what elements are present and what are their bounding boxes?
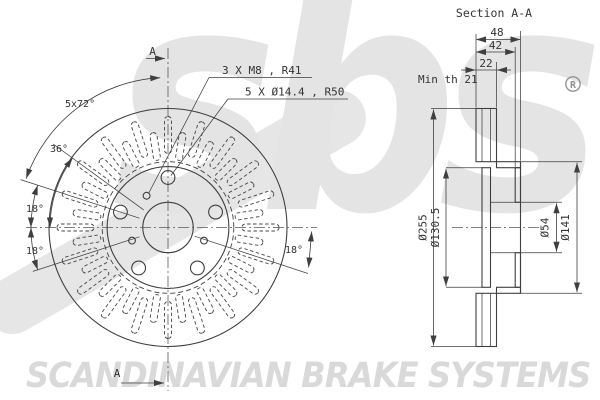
rim-section-top: [475, 107, 498, 163]
friction-inner-circle: [106, 166, 230, 289]
vent-slot: [196, 141, 214, 168]
width-48-label: 48: [490, 26, 503, 39]
center-bore-circle: [142, 201, 194, 254]
radial-line-198: [32, 236, 140, 272]
width-22-label: 22: [479, 57, 492, 70]
rim-section-bottom: [475, 292, 498, 348]
registered-mark-letter: R: [570, 80, 577, 91]
vent-slot: [164, 301, 172, 339]
hat-flange-bottom: [495, 286, 522, 294]
vent-slot: [227, 256, 255, 274]
bolt-pattern-angle-label: 5x72°: [65, 99, 95, 110]
section-view: Ø255 Ø130.5 Ø54 Ø141 48 42 22 M: [417, 6, 582, 348]
angle-18-upper-arc: [27, 185, 39, 228]
vent-slot: [72, 209, 102, 221]
bolt-hole: [160, 170, 176, 185]
section-label-bottom: A: [114, 367, 121, 380]
vent-slot: [122, 287, 140, 314]
vent-slot: [209, 136, 236, 169]
vent-slot: [226, 160, 259, 186]
flange-wall-upper: [514, 167, 522, 203]
hub-flange-hidden-circle: [101, 161, 235, 294]
radial-line-162: [20, 179, 140, 219]
vent-slot: [100, 286, 127, 319]
vent-slot: [81, 256, 109, 274]
vent-slot: [164, 116, 172, 154]
bolt-hole: [189, 260, 205, 276]
registered-mark-icon: [565, 76, 581, 92]
thread-hole: [142, 191, 151, 200]
vent-slot: [175, 294, 187, 323]
angle-18-lower-label: 18°: [26, 246, 44, 257]
dia-130-label: Ø130.5: [429, 208, 442, 248]
front-view: A A 5x72° 36° 18° 18° 18° 3 X M8 , R41 5…: [20, 45, 348, 391]
bolt-hole: [208, 204, 224, 220]
vent-slot: [149, 294, 161, 323]
sbs-logo-watermark: sbs: [112, 0, 600, 283]
vent-slot: [72, 234, 102, 246]
vent-slot: [130, 121, 149, 158]
bolt-hole-group: [112, 170, 224, 276]
hat-wall-section: [481, 167, 492, 288]
angle-18-right-label: 18°: [285, 245, 303, 256]
vent-slot: [77, 269, 110, 295]
vent-slot: [227, 181, 255, 199]
vent-slot: [98, 274, 122, 297]
disc-outer-circle: [48, 107, 288, 348]
vent-slot: [100, 136, 127, 169]
radial-line-342: [194, 235, 309, 274]
vent-slot: [149, 132, 161, 161]
bolt-note: 5 X Ø14.4 , R50: [245, 86, 344, 99]
thread-note-leader: [148, 77, 210, 194]
vent-slot: [226, 269, 259, 295]
brand-text-watermark: SCANDINAVIAN BRAKE SYSTEMS: [26, 356, 591, 396]
vent-slot: [196, 287, 214, 314]
angle-36-label: 36°: [50, 144, 68, 155]
hat-flange-top: [495, 161, 522, 169]
bolt-note-leader: [170, 98, 229, 176]
bolt-hole: [112, 204, 128, 220]
angle-36-arc: [46, 157, 73, 228]
vent-slot: [130, 297, 149, 334]
vent-slot: [234, 234, 264, 246]
thread-note: 3 X M8 , R41: [222, 64, 301, 77]
vent-slot: [237, 190, 275, 208]
section-label-top: A: [149, 45, 156, 58]
vent-slot: [214, 274, 238, 297]
angle-18-right-dim: [306, 231, 314, 268]
vent-slot: [56, 223, 95, 232]
vent-slot: [214, 158, 238, 181]
vent-slot: [98, 158, 122, 181]
angle-18-upper-label: 18°: [26, 204, 44, 215]
section-title: Section A-A: [456, 6, 532, 20]
dia-255-label: Ø255: [417, 214, 430, 241]
dia-54-label: Ø54: [539, 217, 552, 237]
min-thickness-note: Min th 21: [418, 73, 478, 86]
vent-slot: [175, 132, 187, 161]
vent-slot: [81, 181, 109, 199]
bolt-spacing-arc: [25, 75, 161, 179]
vent-slot: [234, 209, 264, 221]
dia-141-label: Ø141: [559, 214, 572, 241]
vent-slot: [187, 121, 206, 158]
width-42-label: 42: [489, 39, 502, 52]
angle-18-lower-arc: [27, 227, 39, 270]
flange-wall-lower: [514, 252, 522, 288]
vent-slot: [187, 297, 206, 334]
vent-slot: [209, 286, 236, 319]
vent-slot: [241, 223, 280, 232]
bolt-hole: [131, 260, 147, 276]
